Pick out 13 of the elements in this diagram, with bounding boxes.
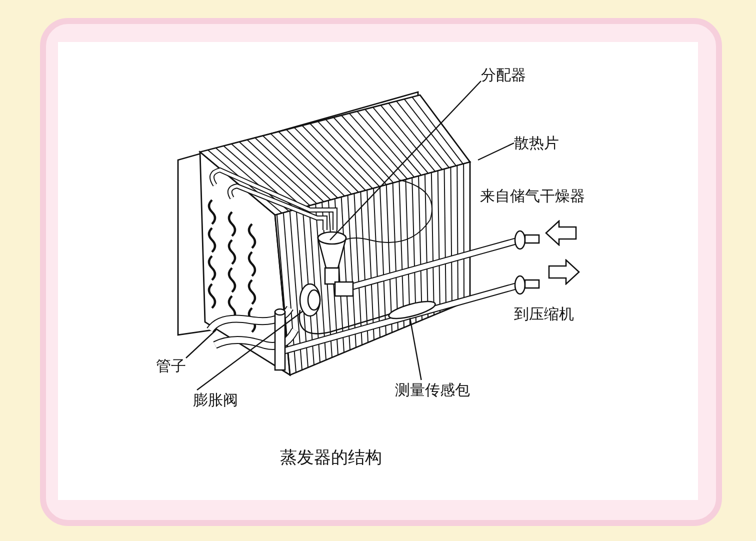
leader-line	[186, 330, 216, 358]
caption: 蒸发器的结构	[280, 447, 382, 470]
flow-label: 到压缩机	[514, 304, 574, 324]
part-label: 膨胀阀	[193, 390, 238, 410]
flow-label: 来自储气干燥器	[480, 186, 585, 206]
leader-line	[409, 318, 422, 380]
part-label: 分配器	[481, 65, 526, 85]
leader-line	[478, 142, 514, 161]
leader-line	[330, 80, 482, 240]
part-label: 管子	[156, 356, 186, 376]
part-label: 测量传感包	[395, 380, 470, 400]
leader-line	[196, 310, 304, 390]
part-label: 散热片	[514, 133, 559, 153]
